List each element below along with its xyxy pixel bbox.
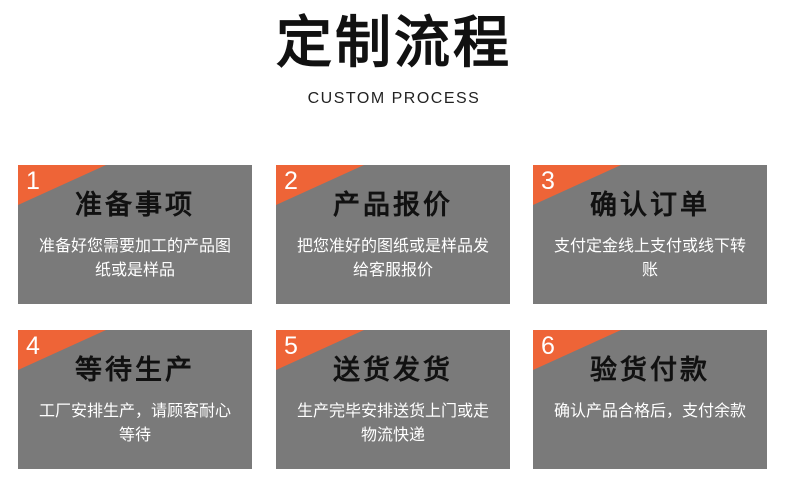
step-number: 4 (26, 332, 40, 360)
step-number: 5 (284, 332, 298, 360)
step-number: 2 (284, 167, 298, 195)
corner-badge (533, 330, 621, 370)
step-card-3: 3 确认订单 支付定金线上支付或线下转账 (533, 165, 767, 304)
step-card-1: 1 准备事项 准备好您需要加工的产品图纸或是样品 (18, 165, 252, 304)
step-description: 确认产品合格后，支付余款 (553, 401, 746, 420)
page-subtitle: CUSTOM PROCESS (307, 90, 481, 107)
step-title: 产品报价 (333, 190, 453, 221)
corner-badge (18, 330, 106, 370)
step-card-5: 5 送货发货 生产完毕安排送货上门或走物流快递 (276, 330, 510, 469)
step-number: 3 (541, 167, 555, 195)
step-title: 确认订单 (590, 190, 710, 221)
step-number: 6 (541, 332, 555, 360)
page-title: 定制流程 (276, 11, 512, 76)
step-title: 送货发货 (333, 355, 453, 386)
step-title: 等待生产 (75, 355, 195, 386)
step-description: 准备好您需要加工的产品图纸或是样品 (38, 236, 231, 279)
step-title: 验货付款 (590, 355, 710, 386)
step-description: 支付定金线上支付或线下转账 (553, 236, 746, 279)
step-number: 1 (26, 167, 40, 195)
step-description: 工厂安排生产，请顾客耐心等待 (38, 401, 231, 444)
corner-badge (533, 165, 621, 205)
corner-badge (276, 330, 364, 370)
step-card-2: 2 产品报价 把您准好的图纸或是样品发给客服报价 (276, 165, 510, 304)
corner-badge (18, 165, 106, 205)
corner-badge (276, 165, 364, 205)
step-description: 生产完毕安排送货上门或走物流快递 (296, 401, 489, 444)
step-card-6: 6 验货付款 确认产品合格后，支付余款 (533, 330, 767, 469)
step-title: 准备事项 (75, 190, 195, 221)
step-description: 把您准好的图纸或是样品发给客服报价 (296, 236, 489, 279)
step-card-4: 4 等待生产 工厂安排生产，请顾客耐心等待 (18, 330, 252, 469)
